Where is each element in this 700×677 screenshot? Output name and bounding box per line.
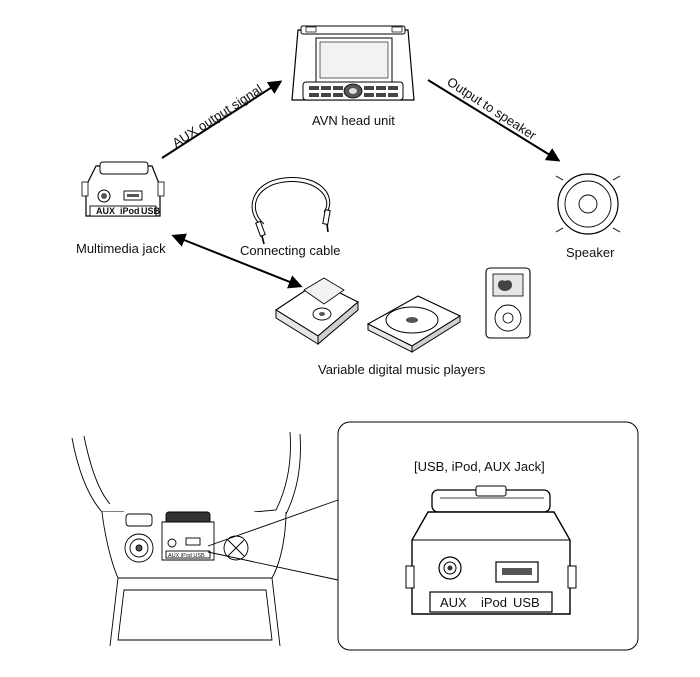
detail-jack-usb: USB — [513, 595, 540, 610]
output-speaker-arrow — [427, 79, 561, 162]
small-jack-usb: USB — [141, 206, 161, 216]
small-jack-ipod: iPod — [120, 206, 140, 216]
speaker-illustration — [555, 173, 621, 235]
hard-drive-player-illustration — [274, 277, 359, 346]
aux-output-arrow — [161, 80, 283, 159]
detail-callout-title: [USB, iPod, AUX Jack] — [414, 459, 545, 474]
callout-leader-bottom — [207, 551, 339, 581]
aux-output-label: AUX output signal — [169, 81, 265, 150]
multimedia-jack-label: Multimedia jack — [76, 241, 166, 256]
music-players-label: Variable digital music players — [318, 362, 486, 377]
multimedia-jack-detail-illustration — [405, 485, 577, 615]
jack-to-players-arrow — [171, 233, 303, 289]
output-speaker-label: Output to speaker — [444, 74, 539, 143]
head-unit-label: AVN head unit — [312, 113, 395, 128]
ipod-player-illustration — [485, 267, 531, 339]
connecting-cable-label: Connecting cable — [240, 243, 340, 258]
detail-jack-aux: AUX — [440, 595, 467, 610]
center-console-illustration — [71, 431, 301, 647]
avn-head-unit-illustration — [291, 25, 415, 101]
cd-player-illustration — [366, 295, 462, 353]
console-jack-plate: AUX iPod USB — [168, 553, 205, 559]
connecting-cable-illustration — [251, 177, 331, 245]
detail-jack-ipod: iPod — [481, 595, 507, 610]
callout-leader-top — [207, 499, 339, 547]
speaker-label: Speaker — [566, 245, 615, 260]
multimedia-jack-illustration — [81, 161, 165, 217]
small-jack-aux: AUX — [96, 206, 115, 216]
